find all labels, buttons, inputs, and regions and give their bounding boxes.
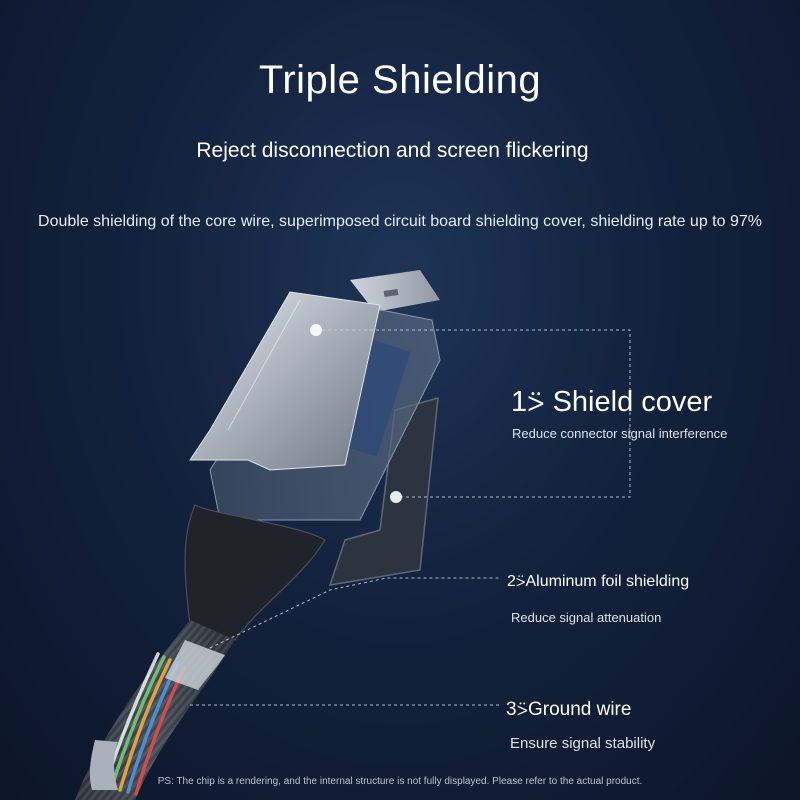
callout-dot-shield-cover xyxy=(310,324,322,336)
feature-ground-wire-title: 3⍩Ground wire xyxy=(506,699,632,720)
page-description: Double shielding of the core wire, super… xyxy=(38,213,762,230)
usb-plug-slot xyxy=(383,289,399,297)
callout-lines xyxy=(190,329,631,706)
page-subtitle: Reject disconnection and screen flickeri… xyxy=(196,139,589,162)
callout-dot-back-plate xyxy=(390,491,402,503)
aluminum-foil-layer xyxy=(165,640,225,690)
feature-aluminum-foil-description: Reduce signal attenuation xyxy=(511,610,662,625)
ground-wire-bundle xyxy=(89,740,118,790)
feature-shield-cover-title: 1⍩ Shield cover xyxy=(511,386,713,418)
feature-shield-cover-description: Reduce connector signal interference xyxy=(512,426,728,441)
feature-aluminum-foil-title: 2⍩Aluminum foil shielding xyxy=(507,573,690,590)
back-shield-plate xyxy=(328,396,439,586)
footnote: PS: The chip is a rendering, and the int… xyxy=(157,776,643,787)
shield-cover-plate xyxy=(189,291,381,471)
strain-relief xyxy=(184,504,326,641)
page-title: Triple Shielding xyxy=(258,58,542,102)
feature-ground-wire-description: Ensure signal stability xyxy=(510,735,656,752)
